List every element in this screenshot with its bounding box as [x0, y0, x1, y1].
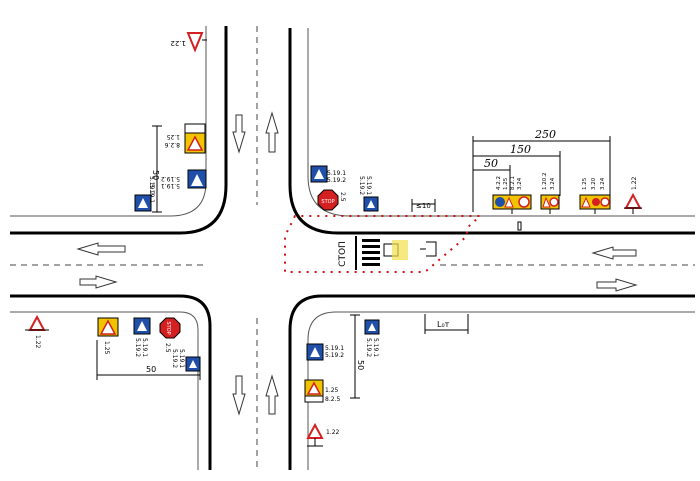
sw-dim-50: 50	[96, 340, 201, 380]
nw-warning-sign: 1.22	[170, 32, 207, 53]
sw-dim-50-label: 50	[146, 365, 156, 374]
nw-warning-label: 1.22	[170, 39, 186, 47]
ne-stop-text: STOP	[321, 199, 334, 205]
se-blue-b: 5.19.2	[325, 352, 344, 359]
sw-small-b: 5.19.2	[171, 349, 178, 368]
nw-blue-b: 5.19.2	[161, 175, 180, 182]
sw-warn-label: 1.22	[34, 335, 41, 349]
stop-road-text: СТОП	[338, 241, 348, 267]
eg3-b: 3.20	[591, 177, 597, 190]
arrow-right-east	[596, 278, 638, 292]
marker-post	[517, 221, 522, 231]
se-blue-sign: 5.19.1 5.19.2	[364, 319, 380, 357]
nw-blue-sign: 5.19.1 5.19.2	[161, 169, 207, 189]
ne-small-b: 5.19.2	[358, 176, 365, 195]
sw-work-label: 1.25	[103, 341, 110, 355]
se-small-b: 5.19.2	[365, 338, 372, 357]
se-dim-50-label: 50	[356, 360, 365, 370]
se-dim-50: 50	[350, 314, 365, 399]
dim-150: 150	[473, 143, 561, 196]
ne-small-blue-sign: 5.19.1 5.19.2	[358, 176, 379, 212]
nw-dim-50-label: 50	[151, 170, 160, 180]
sw-warning-sign: 1.22	[25, 314, 49, 349]
dim-l-ot: L₀т	[424, 314, 469, 334]
e-far-label: 1.22	[631, 176, 638, 190]
nw-pole-top-label: 8.2.6	[165, 141, 180, 148]
ne-blue-sign: 5.19.1 5.19.2	[310, 165, 346, 184]
dim-250-label: 250	[534, 128, 556, 141]
se-work-b: 8.2.5	[325, 396, 340, 403]
eg1-b: 1.25	[503, 177, 509, 190]
nw-pole-top-label2: 1.25	[166, 133, 180, 140]
ne-stop-sign: STOP 2.5	[317, 189, 346, 211]
nw-blue-sign-left: 5.19.1 5.19.2	[134, 176, 155, 212]
sw-stop-text: STOP	[165, 321, 171, 334]
eg2-a: 1.20.2	[542, 173, 548, 191]
sw-small-blue-sign: 5.19.1 5.19.2	[171, 349, 201, 372]
sw-stop-sign: STOP 2.5	[159, 317, 181, 353]
sw-small-a: 5.19.1	[178, 349, 185, 368]
road-edges	[10, 26, 695, 470]
sw-work-sign: 1.25	[97, 317, 119, 355]
sw-stop-label: 2.5	[164, 343, 171, 353]
road-edge-ne	[288, 28, 695, 235]
arrow-up-north	[265, 111, 279, 153]
nw-blue-left-a: 5.19.1	[148, 184, 155, 203]
se-warn-label: 1.22	[326, 429, 340, 436]
east-sign-group-2: 1.20.2 3.24	[540, 173, 560, 214]
eg1-d: 3.24	[517, 177, 523, 190]
eg1-a: 4.2.2	[496, 176, 502, 190]
sw-blue-a: 5.19.1	[141, 338, 148, 357]
ne-blue-a: 5.19.1	[327, 170, 346, 177]
eg3-c: 3.24	[600, 177, 606, 190]
se-blue-a: 5.19.1	[325, 345, 344, 352]
dim-50-top-label: 50	[484, 157, 498, 170]
ne-blue-b: 5.19.2	[327, 177, 346, 184]
center-lines	[10, 26, 695, 470]
dim-250: 250	[472, 128, 611, 212]
nw-blue-a: 5.19.1	[161, 182, 180, 189]
road-edge-se	[288, 294, 695, 470]
eg1-c: 8.2.1	[510, 176, 516, 190]
ne-stop-label: 2.5	[339, 192, 346, 202]
work-zone-outline	[284, 215, 483, 273]
east-far-warning: 1.22	[624, 176, 642, 214]
ne-small-a: 5.19.1	[365, 176, 372, 195]
dim-10: ≤10	[411, 199, 436, 212]
dim-150-label: 150	[510, 143, 531, 156]
arrow-left-east	[591, 246, 637, 260]
se-blue-sign-main: 5.19.1 5.19.2	[306, 343, 344, 361]
arrow-right-west	[79, 275, 118, 289]
road-shoulders	[10, 26, 695, 470]
nw-blue-left-b: 5.19.2	[148, 176, 155, 195]
se-work-a: 1.25	[325, 387, 339, 394]
se-warning-sign: 1.22	[306, 422, 340, 447]
east-sign-group-1: 4.2.2 1.25 8.2.1 3.24	[492, 176, 532, 214]
arrow-down-south	[232, 375, 246, 416]
arrow-up-south	[265, 374, 279, 415]
crosswalk	[362, 239, 380, 266]
arrow-down-north	[232, 114, 246, 154]
se-small-a: 5.19.1	[372, 338, 379, 357]
road-edge-sw	[10, 294, 212, 470]
road-edge-nw	[10, 26, 228, 235]
dim-l-ot-label: L₀т	[437, 320, 450, 329]
dim-50-top: 50	[473, 157, 511, 196]
east-sign-group-3: 1.25 3.20 3.24	[579, 177, 611, 214]
nw-pole-top-signs: 8.2.6 1.25	[165, 123, 206, 154]
direction-arrows	[76, 111, 638, 416]
sw-blue-sign: 5.19.1 5.19.2	[133, 317, 151, 357]
arrow-left-west	[76, 242, 126, 256]
eg2-b: 3.24	[550, 177, 556, 190]
sw-blue-b: 5.19.2	[134, 338, 141, 357]
work-equipment	[383, 240, 437, 260]
nw-dim-50: 50	[151, 125, 162, 213]
eg3-a: 1.25	[582, 177, 588, 190]
dim-10-label: ≤10	[416, 202, 431, 210]
se-work-sign: 1.25 8.2.5	[304, 379, 340, 403]
